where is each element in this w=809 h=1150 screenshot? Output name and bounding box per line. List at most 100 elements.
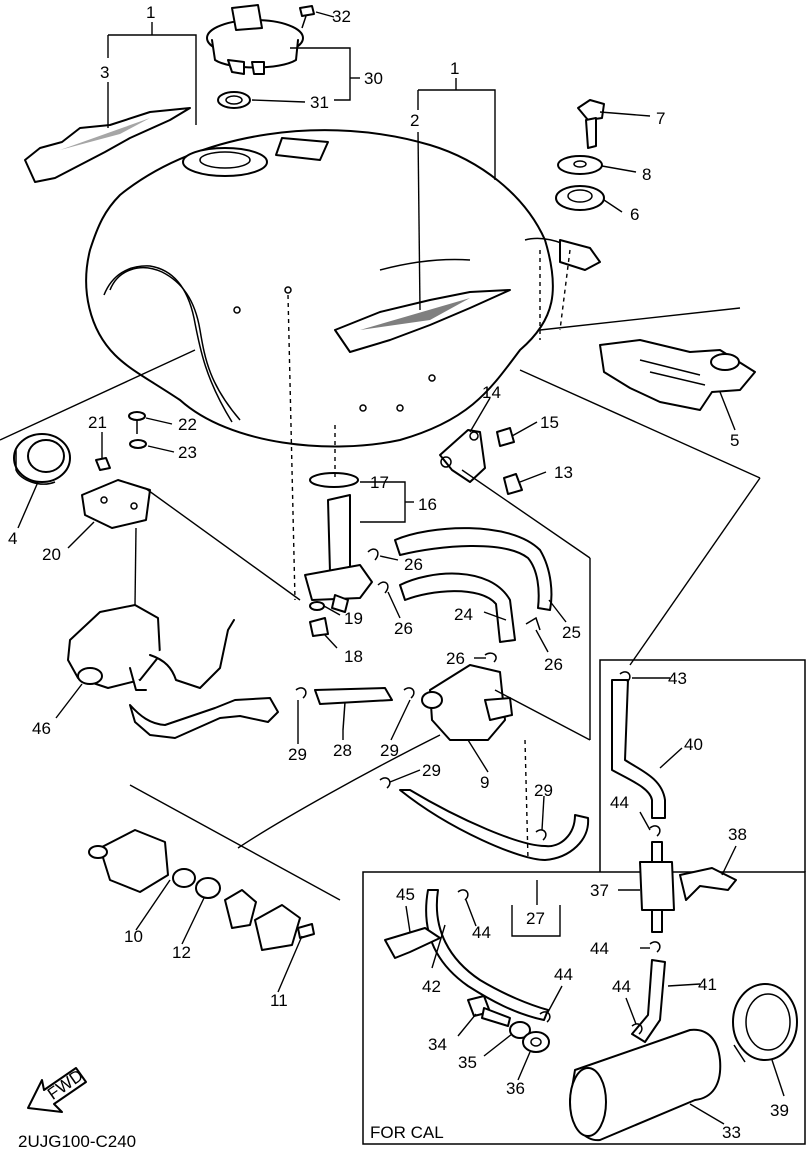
bolt-13 xyxy=(503,473,523,495)
pump-body-10 xyxy=(88,829,169,893)
tank-emblem-left xyxy=(24,107,191,183)
fuel-hose-41 xyxy=(631,959,666,1043)
fuel-hose-25 xyxy=(394,527,553,611)
callout-c34: 34 xyxy=(428,1035,447,1054)
canister-33 xyxy=(569,1028,722,1142)
callout-c29b: 29 xyxy=(380,741,399,760)
fuel-tank xyxy=(85,129,601,448)
callout-c24: 24 xyxy=(454,605,473,624)
bolt-15 xyxy=(496,427,515,447)
callout-c10: 10 xyxy=(124,927,143,946)
clip-45 xyxy=(384,927,441,959)
callout-c20: 20 xyxy=(42,545,61,564)
pipe-joint xyxy=(314,687,393,731)
callout-c29c: 29 xyxy=(422,761,441,780)
callout-c14: 14 xyxy=(482,383,501,402)
callout-c40: 40 xyxy=(684,735,703,754)
fuel-hose-40 xyxy=(611,679,666,819)
rear-bracket xyxy=(599,339,756,411)
hose-t-joint xyxy=(129,697,279,739)
callout-c8: 8 xyxy=(642,165,651,184)
callout-c1b: 1 xyxy=(450,59,459,78)
callout-c44a: 44 xyxy=(610,793,629,812)
callout-c31: 31 xyxy=(310,93,329,112)
callout-c38: 38 xyxy=(728,825,747,844)
connection-lines xyxy=(0,249,761,901)
callout-c7: 7 xyxy=(656,109,665,128)
o-ring-12 xyxy=(172,868,221,899)
callout-c45: 45 xyxy=(396,885,415,904)
fuel-hose-24 xyxy=(399,572,516,643)
callout-c26c: 26 xyxy=(446,649,465,668)
callout-c3: 3 xyxy=(100,63,109,82)
filter-bracket-38 xyxy=(679,867,737,901)
vacuum-pump xyxy=(421,664,513,741)
callout-c46: 46 xyxy=(32,719,51,738)
callout-c16: 16 xyxy=(418,495,437,514)
callout-c39: 39 xyxy=(770,1101,789,1120)
forward-arrow-icon: FWD xyxy=(27,1066,87,1113)
upper-cal-box xyxy=(599,659,806,872)
collar-35 xyxy=(509,1021,531,1039)
bolt-21 xyxy=(95,457,111,471)
callout-c28: 28 xyxy=(333,741,352,760)
callout-c25: 25 xyxy=(562,623,581,642)
screw-18 xyxy=(309,617,329,637)
callout-c33: 33 xyxy=(722,1123,741,1142)
callout-c26d: 26 xyxy=(544,655,563,674)
callout-c41: 41 xyxy=(698,975,717,994)
callout-c5: 5 xyxy=(730,431,739,450)
bracket-14 xyxy=(439,429,486,483)
callout-c42: 42 xyxy=(422,977,441,996)
forward-label: FWD xyxy=(44,1066,87,1104)
callout-c15: 15 xyxy=(540,413,559,432)
callout-c44e: 44 xyxy=(612,977,631,996)
bolt-34 xyxy=(467,995,511,1027)
hose-clips xyxy=(295,548,661,1035)
fuel-pump-assembly xyxy=(67,604,235,691)
callout-c22: 22 xyxy=(178,415,197,434)
washer xyxy=(557,155,603,175)
washer-23 xyxy=(129,439,147,449)
callout-c35: 35 xyxy=(458,1053,477,1072)
leader-lines xyxy=(17,11,785,1125)
callout-c26b: 26 xyxy=(394,619,413,638)
fuel-hose-27 xyxy=(399,789,590,861)
fuel-cock xyxy=(304,472,373,613)
callout-c37: 37 xyxy=(590,881,609,900)
fuel-filter-37 xyxy=(639,841,675,933)
callout-c32: 32 xyxy=(332,7,351,26)
callout-c27: 27 xyxy=(526,909,545,928)
callout-c23: 23 xyxy=(178,443,197,462)
fuel-cap xyxy=(206,4,304,75)
washer-19 xyxy=(309,601,325,611)
for-cal-box xyxy=(362,871,806,1145)
callout-c2: 2 xyxy=(410,111,419,130)
bracket-plate xyxy=(81,479,151,529)
callout-c44b: 44 xyxy=(590,939,609,958)
for-cal-label: FOR CAL xyxy=(370,1123,444,1142)
document-code: 2UJG100-C240 xyxy=(18,1132,136,1150)
callout-c13: 13 xyxy=(554,463,573,482)
callout-c12: 12 xyxy=(172,943,191,962)
callout-c36: 36 xyxy=(506,1079,525,1098)
cover-39 xyxy=(732,983,798,1063)
callout-c30: 30 xyxy=(364,69,383,88)
callout-c29d: 29 xyxy=(534,781,553,800)
callout-c9: 9 xyxy=(480,773,489,792)
screw-11 xyxy=(297,923,315,939)
diaphragm-parts xyxy=(224,889,301,951)
tank-emblem-right xyxy=(334,289,511,353)
screw-22 xyxy=(128,411,146,434)
callout-c44d: 44 xyxy=(554,965,573,984)
bolt xyxy=(577,99,605,149)
cap-gasket xyxy=(217,91,251,109)
damper xyxy=(555,185,605,211)
callout-c17: 17 xyxy=(370,473,389,492)
damper-36 xyxy=(522,1031,550,1053)
callout-c29a: 29 xyxy=(288,745,307,764)
side-damper xyxy=(13,433,71,485)
callout-c44c: 44 xyxy=(472,923,491,942)
callout-c18: 18 xyxy=(344,647,363,666)
